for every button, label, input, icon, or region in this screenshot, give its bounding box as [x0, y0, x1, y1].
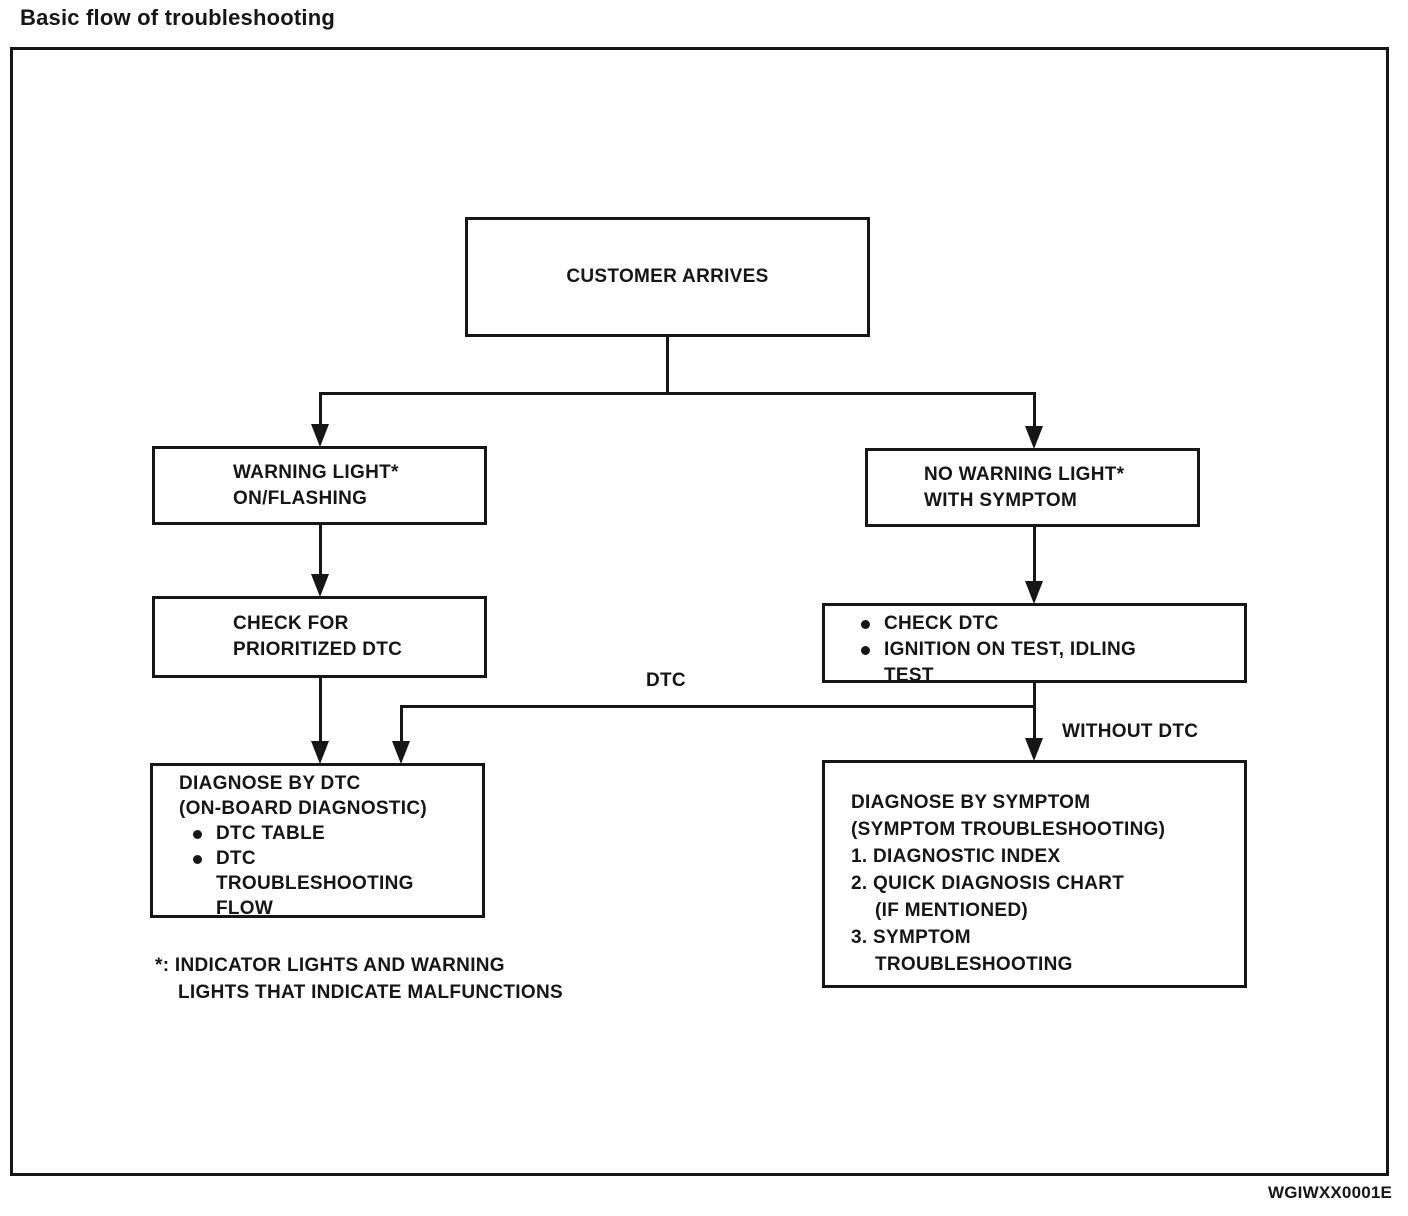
node-line: TROUBLESHOOTING: [216, 873, 414, 894]
edge-label-without-dtc: WITHOUT DTC: [1062, 721, 1199, 742]
arrow-down-icon: [1025, 426, 1043, 449]
footnote: *: INDICATOR LIGHTS AND WARNING LIGHTS T…: [155, 952, 655, 1006]
continuation-row: TEST: [884, 663, 1236, 689]
figure-code: WGIWXX0001E: [1268, 1183, 1393, 1202]
page-title: Basic flow of troubleshooting: [20, 5, 336, 30]
footnote-line: *: INDICATOR LIGHTS AND WARNING: [155, 955, 505, 976]
node-line: NO WARNING LIGHT*: [924, 463, 1125, 485]
continuation-row: TROUBLESHOOTING: [216, 871, 476, 896]
node-line: IGNITION ON TEST, IDLING: [884, 639, 1137, 660]
diagram-frame: [10, 47, 1389, 1176]
bullet-row: DTC: [193, 846, 476, 871]
node-line: TEST: [884, 665, 934, 686]
flow-node-customer-arrives: CUSTOMER ARRIVES: [465, 217, 870, 337]
flow-node-diagnose-by-symptom: DIAGNOSE BY SYMPTOM (SYMPTOM TROUBLESHOO…: [822, 760, 1247, 988]
arrow-down-icon: [1025, 581, 1043, 604]
edge-branch-left-line: [319, 392, 322, 426]
node-line: 2. QUICK DIAGNOSIS CHART: [851, 873, 1125, 894]
edge-customer-down-line: [666, 337, 669, 394]
bullet-icon: [193, 855, 202, 864]
node-line: 1. DIAGNOSTIC INDEX: [851, 846, 1061, 867]
node-line: 3. SYMPTOM: [851, 927, 971, 948]
arrow-down-icon: [1025, 738, 1043, 761]
continuation-row: FLOW: [216, 896, 476, 921]
node-line: DIAGNOSE BY SYMPTOM: [851, 792, 1091, 813]
node-line: (ON-BOARD DIAGNOSTIC): [179, 798, 428, 819]
node-line: WITH SYMPTOM: [924, 489, 1078, 511]
bullet-icon: [861, 646, 870, 655]
node-line: PRIORITIZED DTC: [233, 639, 403, 660]
bullet-icon: [193, 830, 202, 839]
edge-dtc-horizontal-line: [400, 705, 1036, 708]
arrow-down-icon: [311, 574, 329, 597]
node-line: ON/FLASHING: [233, 487, 368, 509]
edge-label-dtc: DTC: [646, 670, 686, 691]
edge-warning-to-check-line: [319, 525, 322, 576]
node-label: CUSTOMER ARRIVES: [566, 266, 769, 287]
node-line: CHECK FOR: [233, 613, 349, 634]
arrow-down-icon: [311, 741, 329, 764]
edge-checkdtc-down-line: [1033, 683, 1036, 740]
node-line: DIAGNOSE BY DTC: [179, 773, 361, 794]
flow-node-check-dtc-tests: CHECK DTC IGNITION ON TEST, IDLING TEST: [822, 603, 1247, 686]
bullet-row: CHECK DTC: [861, 611, 1236, 637]
arrow-down-icon: [392, 741, 410, 764]
flow-node-warning-light: WARNING LIGHT* ON/FLASHING: [152, 446, 487, 525]
edge-dtc-left-line: [400, 705, 403, 743]
node-line: CHECK DTC: [884, 613, 999, 634]
node-line: FLOW: [216, 898, 274, 919]
node-line: (SYMPTOM TROUBLESHOOTING): [851, 819, 1166, 840]
edge-nowarning-to-checkdtc-line: [1033, 527, 1036, 583]
flow-node-diagnose-by-dtc: DIAGNOSE BY DTC (ON-BOARD DIAGNOSTIC) DT…: [150, 763, 485, 921]
bullet-icon: [861, 620, 870, 629]
edge-check-to-diagnose-line: [319, 678, 322, 743]
bullet-row: DTC TABLE: [193, 821, 476, 846]
node-line: DTC TABLE: [216, 823, 325, 844]
footnote-line: LIGHTS THAT INDICATE MALFUNCTIONS: [178, 982, 563, 1003]
arrow-down-icon: [311, 424, 329, 447]
continuation-row: (IF MENTIONED): [875, 900, 1029, 921]
edge-branch-right-line: [1033, 392, 1036, 428]
node-line: DTC: [216, 848, 256, 869]
edge-branch-horizontal-line: [319, 392, 1036, 395]
flow-node-no-warning-light: NO WARNING LIGHT* WITH SYMPTOM: [865, 448, 1200, 527]
node-line: WARNING LIGHT*: [233, 461, 399, 483]
continuation-row: TROUBLESHOOTING: [875, 954, 1073, 975]
bullet-row: IGNITION ON TEST, IDLING: [861, 637, 1236, 663]
flow-node-check-prioritized-dtc: CHECK FOR PRIORITIZED DTC: [152, 596, 487, 678]
